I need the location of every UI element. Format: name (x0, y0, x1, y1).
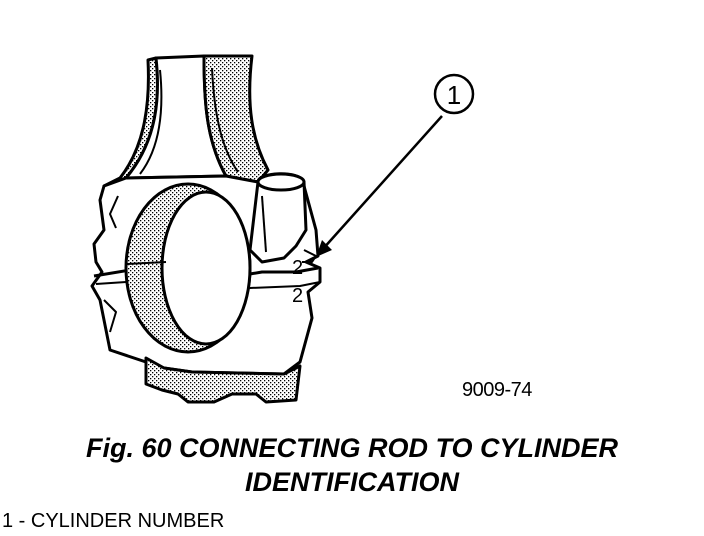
rod-shank (102, 54, 270, 188)
figure-caption-line1: Fig. 60 CONNECTING ROD TO CYLINDER (85, 433, 619, 463)
bearing-bore (124, 182, 252, 354)
callout-leader (321, 115, 443, 251)
cylinder-mark-upper: 2 (292, 257, 303, 279)
figure-code: 9009-74 (462, 379, 532, 401)
callout-circle (433, 73, 475, 115)
callout-number: 1 (447, 80, 461, 110)
figure-caption-line2: IDENTIFICATION (245, 467, 459, 497)
cylinder-mark-lower: 2 (292, 285, 303, 307)
legend-item-1: 1 - CYLINDER NUMBER (2, 510, 225, 532)
callout-arrowhead (316, 240, 332, 257)
